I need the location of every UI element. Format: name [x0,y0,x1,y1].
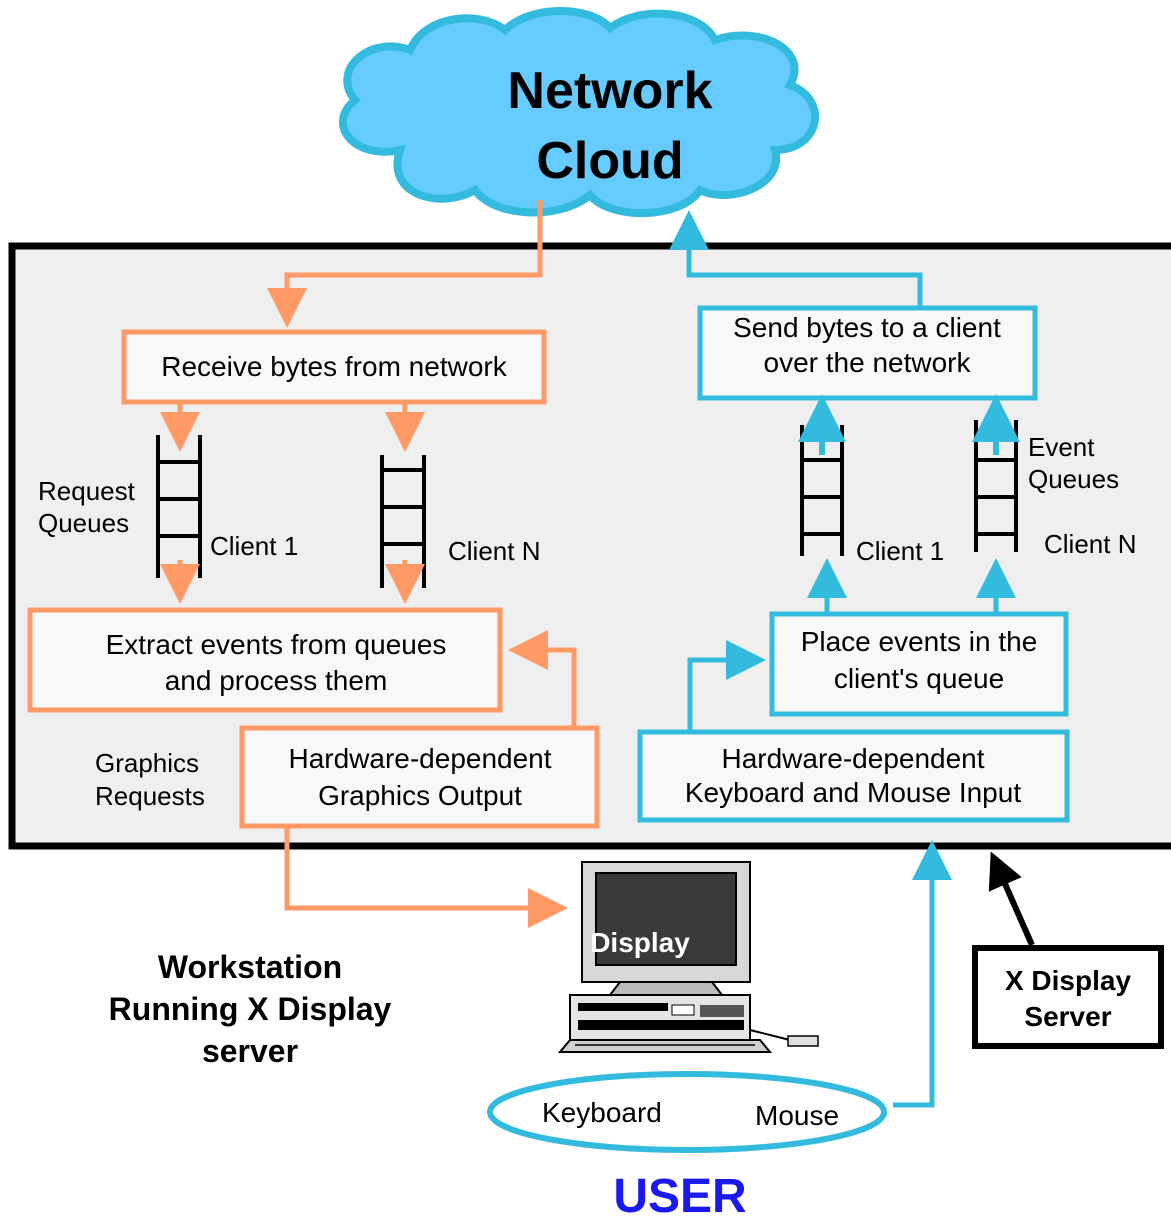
event-queues-label-2: Queues [1028,464,1119,494]
x-display-server-box: X Display Server [972,945,1164,1049]
request-queues-label-2: Queues [38,508,129,538]
keyboard-mouse-input-box: Hardware-dependent Keyboard and Mouse In… [637,729,1070,823]
user-label: USER [613,1170,746,1223]
send-box: Send bytes to a client over the network [697,305,1038,401]
right-clientN-label: Client N [1044,529,1136,559]
left-client1-label: Client 1 [210,531,298,561]
cloud-title-line1: Network [507,62,712,120]
input-box-line2: Keyboard and Mouse Input [685,777,1021,808]
graphics-output-box: Hardware-dependent Graphics Output [239,725,600,829]
workstation-label-3: server [202,1033,298,1069]
workstation-label-2: Running X Display [109,991,392,1027]
place-events-line1: Place events in the [801,626,1038,657]
display-label: Display [590,927,690,958]
receive-box: Receive bytes from network [121,329,547,405]
input-box-line1: Hardware-dependent [721,743,984,774]
extract-box-line2: and process them [165,665,388,696]
right-client1-label: Client 1 [856,536,944,566]
arrow-user-to-input [893,840,952,1108]
place-events-box: Place events in the client's queue [769,611,1069,717]
extract-box: Extract events from queues and process t… [27,607,503,713]
place-events-line2: client's queue [834,663,1004,694]
workstation-label-1: Workstation [158,949,342,985]
send-box-line1: Send bytes to a client [733,312,1001,343]
arrow-cloud-to-receive [267,200,543,328]
graphics-requests-label-1: Graphics [95,748,199,778]
receive-box-label: Receive bytes from network [161,351,507,382]
x-display-server-line2: Server [1024,1001,1111,1032]
mouse-label: Mouse [755,1100,839,1131]
keyboard-label: Keyboard [542,1097,662,1128]
computer-icon: Display [557,861,819,1053]
graphics-requests-label-2: Requests [95,781,205,811]
cloud-title-line2: Cloud [536,132,683,190]
event-queues-label-1: Event [1028,432,1095,462]
arrow-input-to-place [687,640,766,732]
arrow-graphics-to-extract [508,630,577,728]
arrow-xserver-label [988,851,1035,947]
event-queue-client1 [800,425,844,556]
arrow-send-to-cloud [669,210,923,308]
extract-box-line1: Extract events from queues [106,629,447,660]
graphics-output-line2: Graphics Output [318,780,522,811]
request-queue-client1 [156,435,202,578]
left-clientN-label: Client N [448,536,540,566]
arrow-graphics-to-display [284,828,568,928]
event-queue-clientN [974,420,1018,552]
send-box-line2: over the network [764,347,972,378]
network-cloud: Network Cloud [339,7,820,218]
request-queues-label-1: Request [38,476,136,506]
x-display-server-line1: X Display [1005,965,1131,996]
user-input-devices: Keyboard Mouse [487,1071,887,1153]
graphics-output-line1: Hardware-dependent [288,743,551,774]
